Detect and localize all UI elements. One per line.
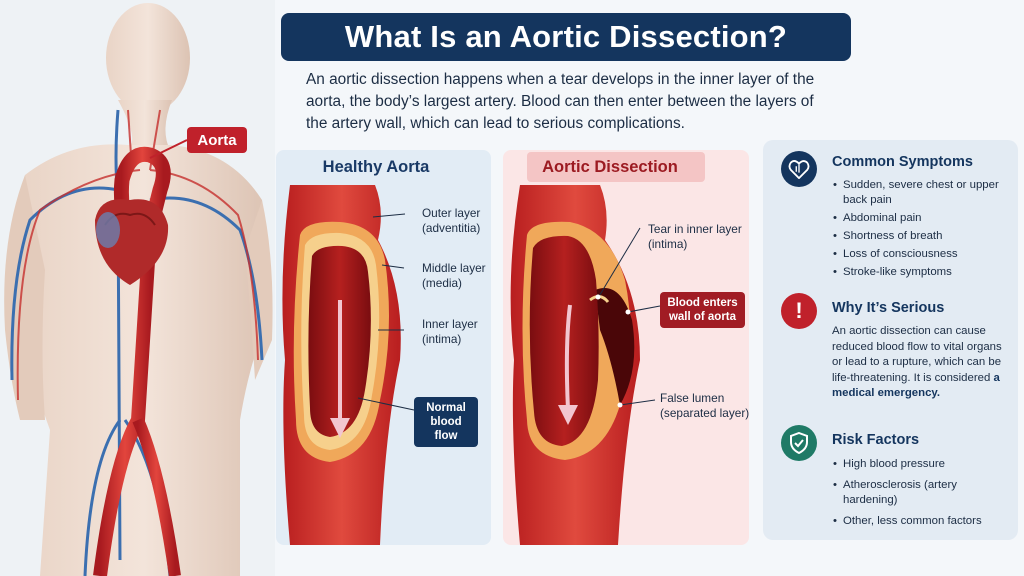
shield-icon	[781, 425, 817, 461]
inner-layer-label: Inner layer(intima)	[422, 317, 478, 346]
list-item: Abdominal pain	[833, 211, 1013, 226]
false-lumen	[595, 288, 635, 405]
symptoms-list: Sudden, severe chest or upper back pain …	[833, 178, 1013, 283]
aorta-label: Aorta	[187, 127, 247, 153]
middle-layer-label: Middle layer(media)	[422, 261, 486, 290]
page-title: What Is an Aortic Dissection?	[281, 13, 851, 61]
list-item: Stroke-like symptoms	[833, 265, 1013, 280]
aortic-dissection-title: Aortic Dissection	[542, 158, 678, 176]
healthy-aorta-title: Healthy Aorta	[322, 158, 430, 176]
medical-emergency-emphasis: a medical emergency.	[832, 371, 1000, 400]
risk-heading: Risk Factors	[832, 432, 920, 448]
tear-inner-layer-label: Tear in inner layer(intima)	[648, 222, 742, 251]
list-item: Loss of consciousness	[833, 247, 1013, 262]
outer-layer-label: Outer layer(adventitia)	[422, 206, 481, 235]
healthy-vessel	[282, 185, 401, 545]
alert-icon: !	[781, 293, 817, 329]
dissection-title-background	[527, 152, 705, 182]
list-item: Atherosclerosis (artery hardening)	[833, 478, 1013, 508]
body-figure-illustration	[0, 0, 275, 576]
symptoms-heading: Common Symptoms	[832, 154, 973, 170]
list-item: Other, less common factors	[833, 514, 1013, 529]
list-item: High blood pressure	[833, 457, 1013, 472]
heart-icon	[781, 151, 817, 187]
false-lumen-label: False lumen(separated layer)	[660, 391, 750, 420]
serious-text: An aortic dissection can cause reduced b…	[832, 325, 1002, 400]
flow-arrow-dissection	[564, 304, 572, 411]
risk-list: High blood pressure Atherosclerosis (art…	[833, 457, 1013, 532]
intro-text: An aortic dissection happens when a tear…	[306, 71, 815, 132]
head	[106, 3, 190, 113]
list-item: Shortness of breath	[833, 229, 1013, 244]
aorta-pointer	[149, 139, 188, 159]
serious-heading: Why It’s Serious	[832, 300, 945, 316]
dissection-vessel	[510, 185, 640, 545]
list-item: Sudden, severe chest or upper back pain	[833, 178, 1013, 208]
